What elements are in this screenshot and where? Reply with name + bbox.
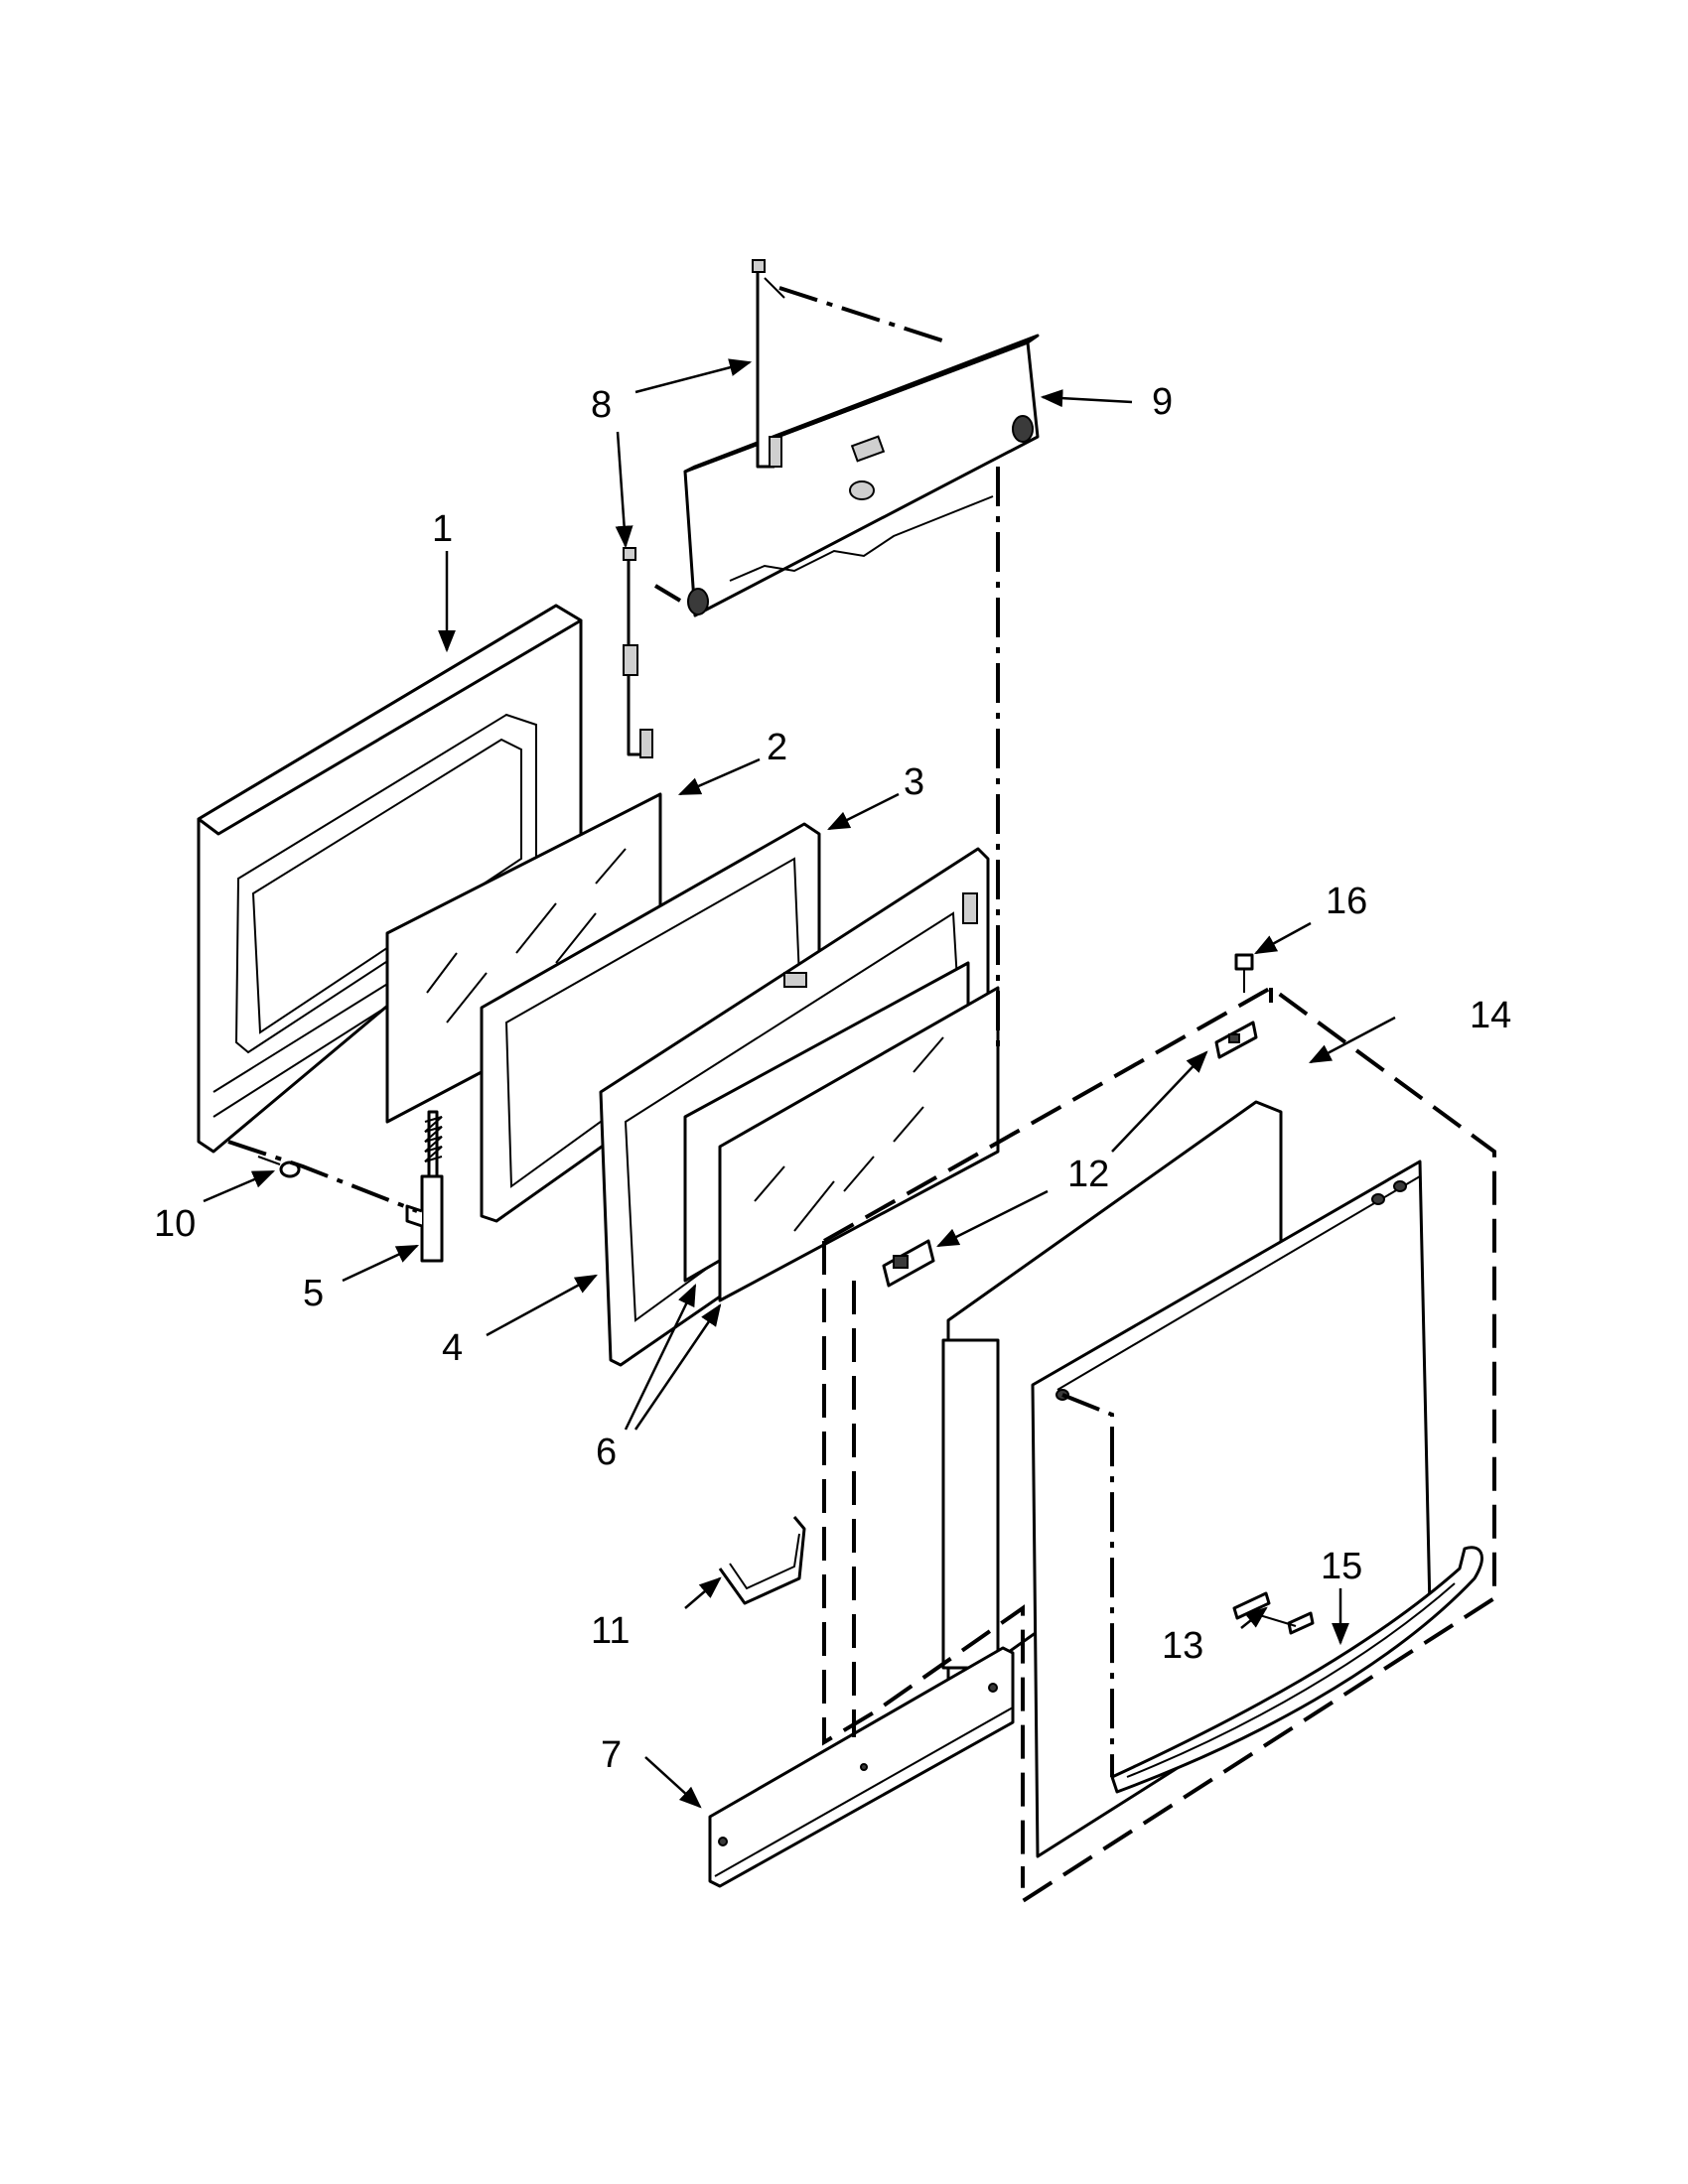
- assembly-lines: [227, 286, 1496, 1905]
- part-6-glass-panes: [683, 961, 1000, 1302]
- part-12-spacer-right: [1214, 1021, 1258, 1059]
- part-15-handle: [1110, 1546, 1483, 1794]
- callout-16: 16: [1326, 881, 1367, 922]
- part-8-hinge-lower: [623, 547, 653, 758]
- callout-6: 6: [596, 1432, 617, 1473]
- callout-3: 3: [904, 761, 924, 803]
- callout-1: 1: [432, 508, 453, 550]
- callout-10: 10: [154, 1203, 196, 1245]
- callout-13: 13: [1162, 1625, 1203, 1667]
- callout-15: 15: [1321, 1546, 1362, 1587]
- callout-14: 14: [1470, 995, 1511, 1036]
- callouts: 1 2 3 4 5 6 7 8 9 10 11 12 12 13 14 15 1…: [154, 381, 1511, 1776]
- callout-4: 4: [442, 1327, 463, 1369]
- part-11-bracket: [718, 1516, 806, 1605]
- part-16-screw: [1234, 953, 1254, 993]
- callout-11: 11: [591, 1610, 630, 1652]
- callout-7: 7: [601, 1734, 622, 1776]
- callout-12-right: 12: [1067, 1154, 1109, 1195]
- callout-9: 9: [1152, 381, 1173, 423]
- callout-8: 8: [591, 384, 612, 426]
- part-7-bottom-trim: [708, 1646, 1015, 1888]
- callout-2: 2: [767, 727, 787, 768]
- leader-lines: [203, 358, 1396, 1809]
- part-10-screw: [257, 1156, 301, 1178]
- part-8-hinge-upper: [752, 259, 785, 469]
- part-12-spacer-left: [882, 1239, 935, 1288]
- callout-5: 5: [303, 1273, 324, 1314]
- part-5-hinge: [405, 1110, 444, 1263]
- part-9-top-panel: [683, 334, 1040, 617]
